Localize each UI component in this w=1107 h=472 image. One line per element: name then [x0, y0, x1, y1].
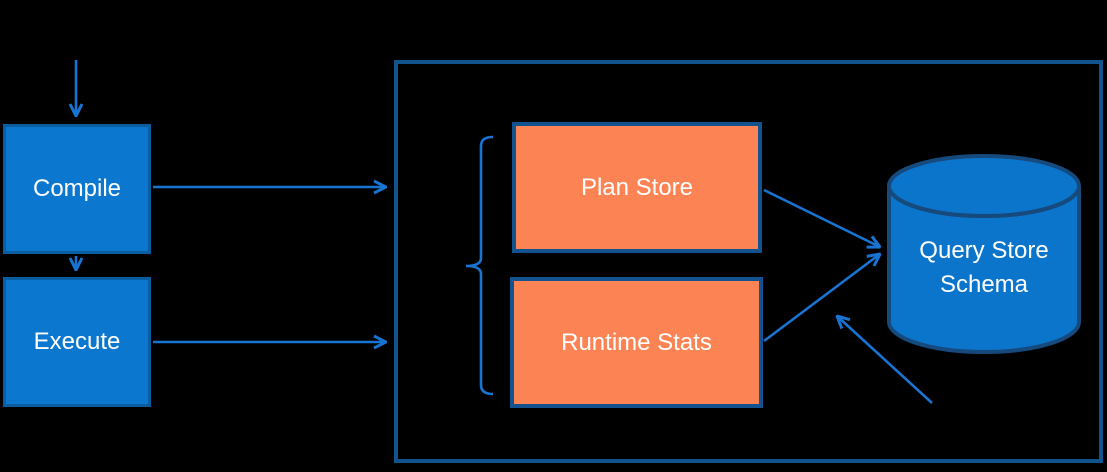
compile-node: Compile [3, 124, 151, 254]
compile-label: Compile [32, 175, 122, 202]
query-store-schema-label: Query Store Schema [889, 234, 1079, 302]
query-store-container [394, 60, 1103, 463]
execute-node: Execute [3, 277, 151, 407]
query-store-schema-label-line2: Schema [939, 271, 1029, 298]
query-store-schema-label-line1: Query Store [919, 237, 1049, 264]
runtime-stats-label: Runtime Stats [561, 328, 712, 356]
runtime-stats-node: Runtime Stats [510, 277, 763, 408]
execute-label: Execute [33, 328, 121, 355]
plan-store-node: Plan Store [512, 122, 762, 253]
plan-store-label: Plan Store [580, 173, 694, 201]
